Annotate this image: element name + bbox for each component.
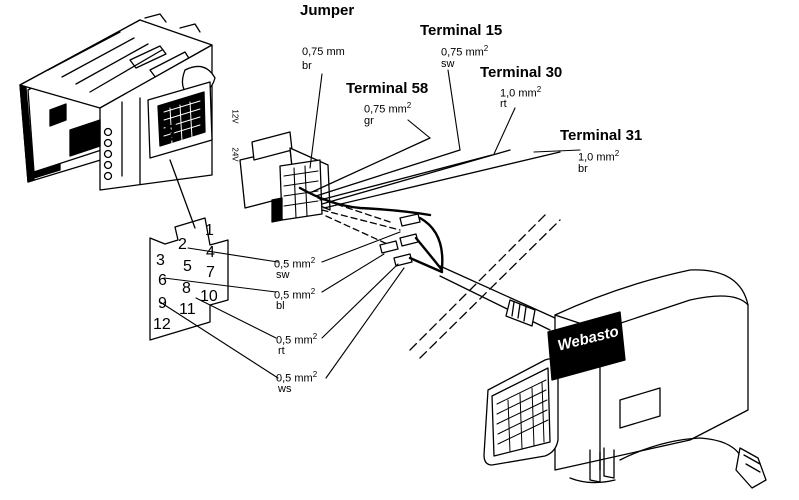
- small-wire-4-color: ws: [278, 383, 292, 395]
- small-wire-4-size: 0,5 mm2: [276, 370, 318, 385]
- small-wire-3-color: rt: [278, 345, 285, 357]
- terminal30-color: rt: [500, 98, 507, 110]
- pin-6: 6: [158, 272, 167, 289]
- pin-12: 12: [153, 316, 171, 333]
- small-wire-1-color: sw: [276, 269, 290, 281]
- jumper-color: br: [302, 60, 312, 72]
- jumper-size: 0,75 mm: [302, 46, 345, 58]
- terminal58-size: 0,75 mm2: [364, 101, 412, 116]
- pin-11: 11: [179, 301, 196, 318]
- pin-3: 3: [156, 252, 165, 269]
- small-wire-3-size: 0,5 mm2: [276, 332, 318, 347]
- terminal58-title: Terminal 58: [346, 80, 429, 97]
- small-wire-1-size: 0,5 mm2: [274, 256, 316, 271]
- wire-harness: [298, 137, 561, 359]
- pin-diagram-outline: [149, 217, 229, 341]
- timer-24v-label: 24V: [230, 147, 240, 162]
- small-wire-2-color: bl: [276, 300, 285, 312]
- pin-7: 7: [206, 264, 215, 281]
- timer-unit: [19, 13, 216, 191]
- terminal30-title: Terminal 30: [480, 64, 563, 81]
- terminal58-color: gr: [364, 115, 374, 127]
- pin-10: 10: [200, 288, 218, 305]
- pin-9: 9: [158, 295, 167, 312]
- terminal31-color: br: [578, 163, 588, 175]
- pin-2: 2: [178, 236, 187, 253]
- heater: [483, 269, 767, 489]
- terminal15-color: sw: [441, 58, 455, 70]
- connector-plug: [239, 131, 331, 223]
- pin-1: 1: [205, 222, 214, 239]
- pin-8: 8: [182, 280, 191, 297]
- terminal31-title: Terminal 31: [560, 127, 643, 144]
- timer-12v-label: 12V: [230, 109, 240, 124]
- terminal30-size: 1,0 mm2: [500, 85, 542, 100]
- pin-5: 5: [183, 258, 192, 275]
- jumper-title: Jumper: [300, 2, 355, 19]
- pin-4: 4: [206, 244, 215, 261]
- terminal15-size: 0,75 mm2: [441, 44, 489, 59]
- label-leaders: [159, 69, 581, 379]
- terminal31-size: 1,0 mm2: [578, 149, 620, 164]
- small-wire-2-size: 0,5 mm2: [274, 287, 316, 302]
- terminal15-title: Terminal 15: [420, 22, 503, 39]
